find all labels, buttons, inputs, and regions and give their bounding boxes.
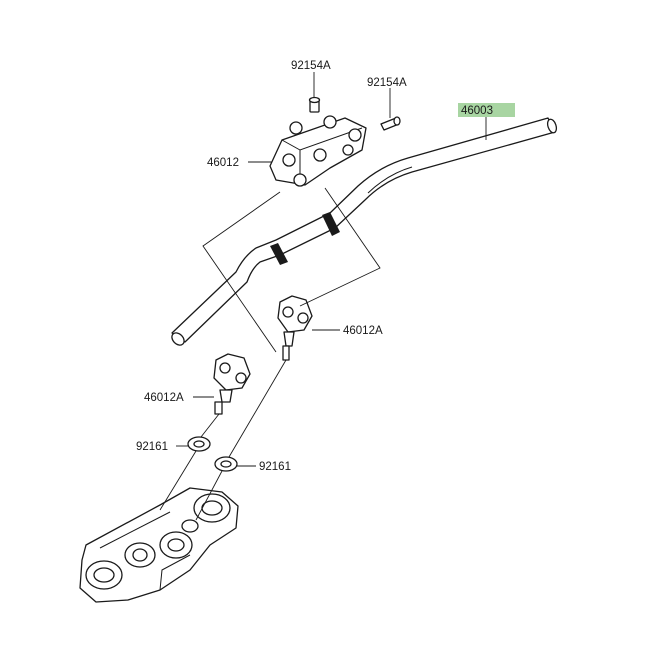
bolt-left-label: 92154A <box>291 60 331 72</box>
washer-right <box>214 456 238 472</box>
riser-holder-right <box>277 295 313 361</box>
upper-clamp <box>269 115 367 187</box>
assembly-lines <box>159 72 487 521</box>
bolt-right-label: 92154A <box>367 77 407 89</box>
handlebar-label: 46003 <box>461 105 493 117</box>
upper-clamp-label: 46012 <box>207 157 239 169</box>
holder-left-label: 46012A <box>144 392 184 404</box>
triple-clamp <box>79 487 239 603</box>
bolt-left <box>308 96 321 113</box>
washer-right-label: 92161 <box>259 461 291 473</box>
handlebar-tube <box>171 117 558 346</box>
center-mark-right <box>322 212 340 236</box>
washer-left-label: 92161 <box>136 441 168 453</box>
center-mark-left <box>270 243 288 265</box>
riser-holder-left <box>213 353 251 415</box>
holder-right-label: 46012A <box>343 325 383 337</box>
bolt-right <box>380 116 401 131</box>
washer-left <box>187 436 211 452</box>
handlebar-label-highlight <box>458 103 515 117</box>
